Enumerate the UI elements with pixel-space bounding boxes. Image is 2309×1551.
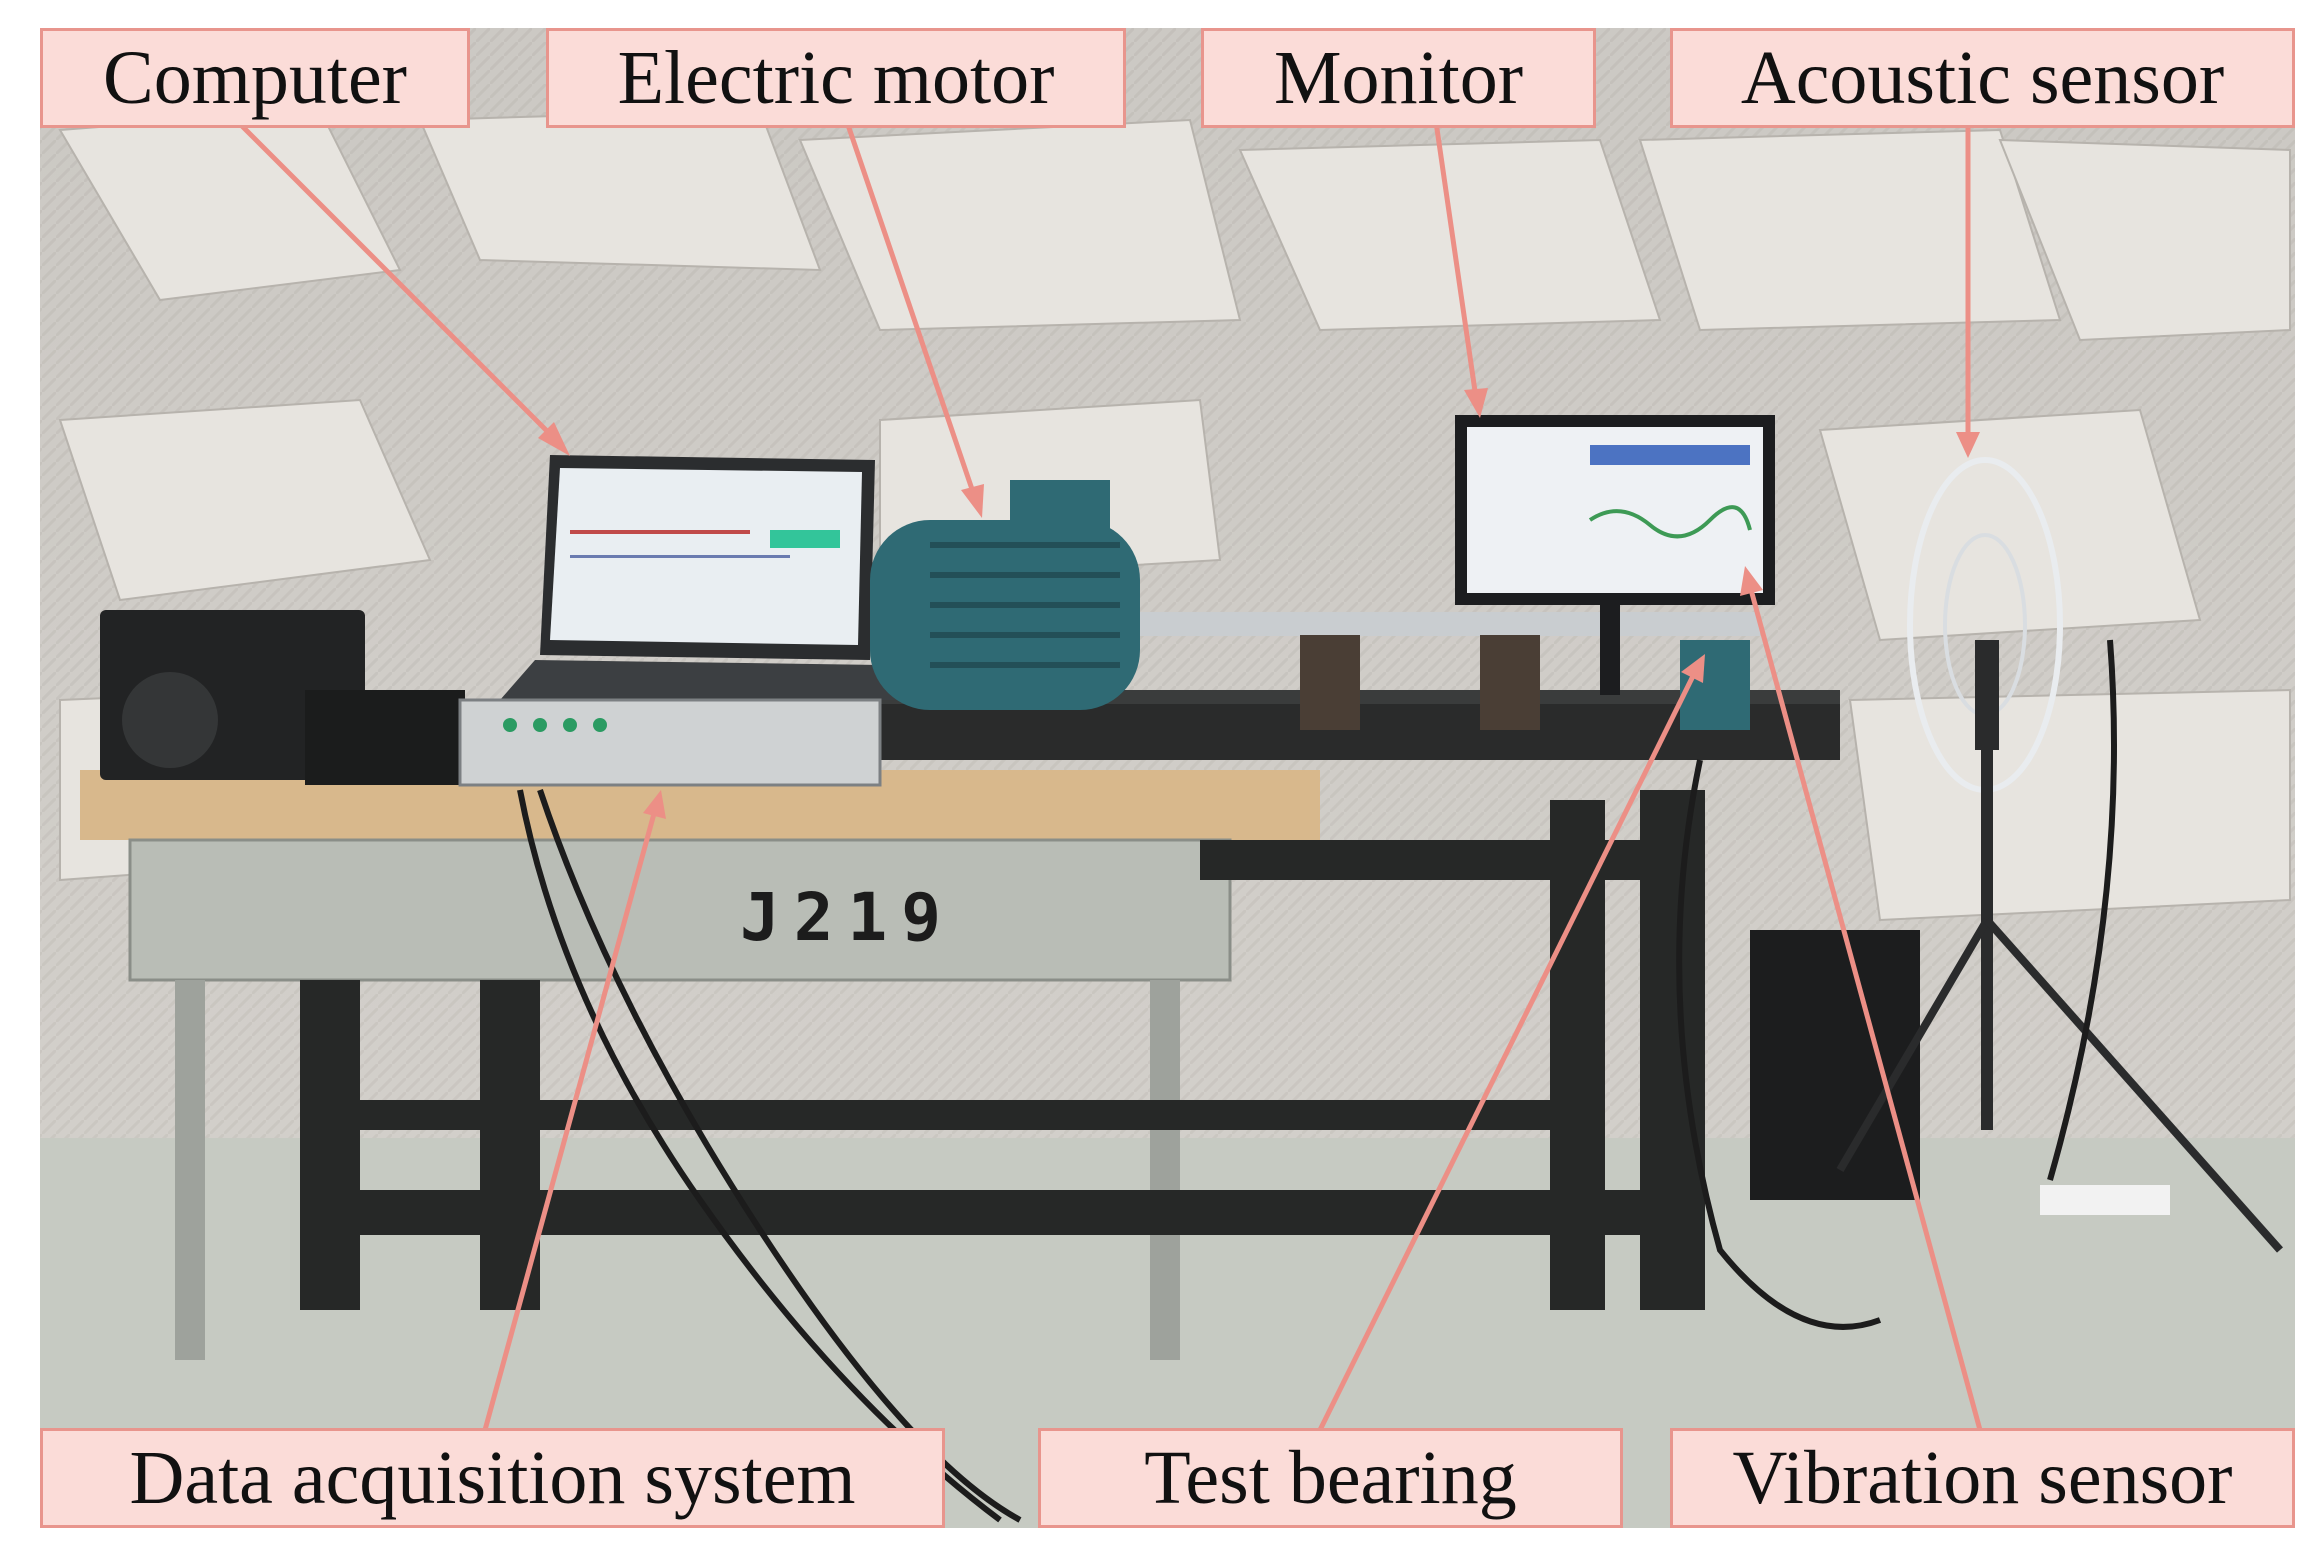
pc-tower: [1750, 930, 1920, 1200]
motor-body: [870, 520, 1140, 710]
daq-unit: [458, 698, 882, 787]
label-computer: Computer: [40, 28, 470, 128]
annotation-arrows: [236, 120, 1983, 1432]
label-monitor: Monitor: [1201, 28, 1596, 128]
shaft: [1140, 612, 1760, 636]
label-electric-motor: Electric motor: [546, 28, 1126, 128]
desk-body: [128, 838, 1232, 982]
desk-marking: J219: [740, 879, 955, 956]
label-vibration-sensor: Vibration sensor: [1670, 1428, 2295, 1528]
label-acoustic-sensor: Acoustic sensor: [1670, 28, 2295, 128]
label-test-bearing: Test bearing: [1038, 1428, 1623, 1528]
label-data-acquisition-system: Data acquisition system: [40, 1428, 945, 1528]
